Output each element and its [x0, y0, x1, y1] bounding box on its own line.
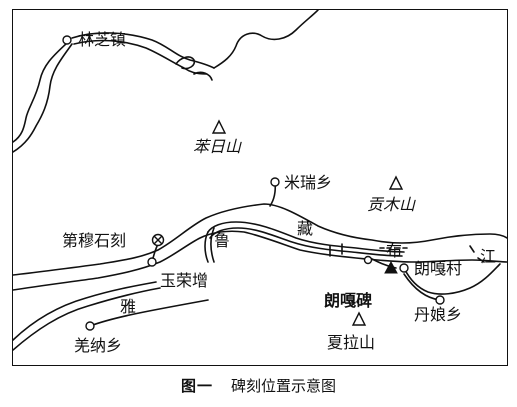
- linzhi-label: 林芝镇: [78, 30, 126, 49]
- figure-title: 碑刻位置示意图: [231, 377, 337, 395]
- langga-village-marker-2: [363, 255, 373, 265]
- southwest-road-a: [13, 281, 157, 341]
- southwest-road-b: [13, 287, 161, 351]
- mirui-township-marker: [270, 177, 280, 187]
- gongmushan-label: 贡木山: [367, 195, 416, 214]
- qiangna-township-marker: [85, 321, 95, 331]
- riverside-road-b: [209, 227, 403, 257]
- yurongzeng-marker: [147, 257, 157, 267]
- xialashan-label: 夏拉山: [327, 333, 375, 352]
- figure-number: 图一: [180, 377, 213, 395]
- river-tick-3: [469, 245, 475, 253]
- langga-stele-icon: [384, 260, 398, 274]
- inlet-curl: [175, 56, 213, 81]
- river-char-bu: 布: [386, 241, 402, 260]
- yurongzeng-label: 玉荣增: [160, 271, 208, 290]
- danniang-label: 丹娘乡: [414, 305, 462, 324]
- riverside-road-hook: [204, 227, 215, 263]
- dimushike-label: 第穆石刻: [62, 231, 126, 250]
- yarlung-river-lower-bank: [13, 230, 507, 291]
- qiangna-label: 羌纳乡: [74, 336, 122, 355]
- dimu-inscription-icon: [151, 233, 165, 247]
- riverside-road-a: [207, 221, 405, 253]
- nyang-river-bank-right: [13, 43, 73, 153]
- xiala-mountain-icon: [351, 311, 367, 326]
- danniang-township-marker: [435, 295, 445, 305]
- danniang-loop: [403, 263, 501, 295]
- yarlung-river-upper-bank: [13, 203, 507, 276]
- qiangna-road: [89, 299, 209, 327]
- mirui-label: 米瑞乡: [284, 173, 332, 192]
- nyang-river-upper-bank-a: [71, 32, 215, 69]
- river-char-zang: 藏: [297, 219, 313, 238]
- nyang-river-upper-bank-b: [73, 39, 207, 75]
- lake-shore: [213, 10, 319, 69]
- river-char-ya: 雅: [120, 297, 136, 316]
- langgabei-label: 朗嘎碑: [324, 291, 372, 310]
- river-tick-4: [477, 257, 485, 263]
- map-frame: [12, 9, 508, 366]
- benri-mountain-icon: [211, 119, 227, 134]
- nyang-river-bank-left: [13, 39, 71, 143]
- river-char-jiang: 江: [480, 247, 496, 266]
- linzhi-town-marker: [62, 35, 72, 45]
- figure-caption: 图一碑刻位置示意图: [0, 375, 517, 396]
- gongmu-mountain-icon: [388, 175, 404, 190]
- river-char-lu: 鲁: [214, 231, 230, 250]
- benrishan-label: 苯日山: [193, 137, 242, 156]
- langga-village-marker: [399, 263, 409, 273]
- langgacun-label: 朗嘎村: [414, 259, 462, 278]
